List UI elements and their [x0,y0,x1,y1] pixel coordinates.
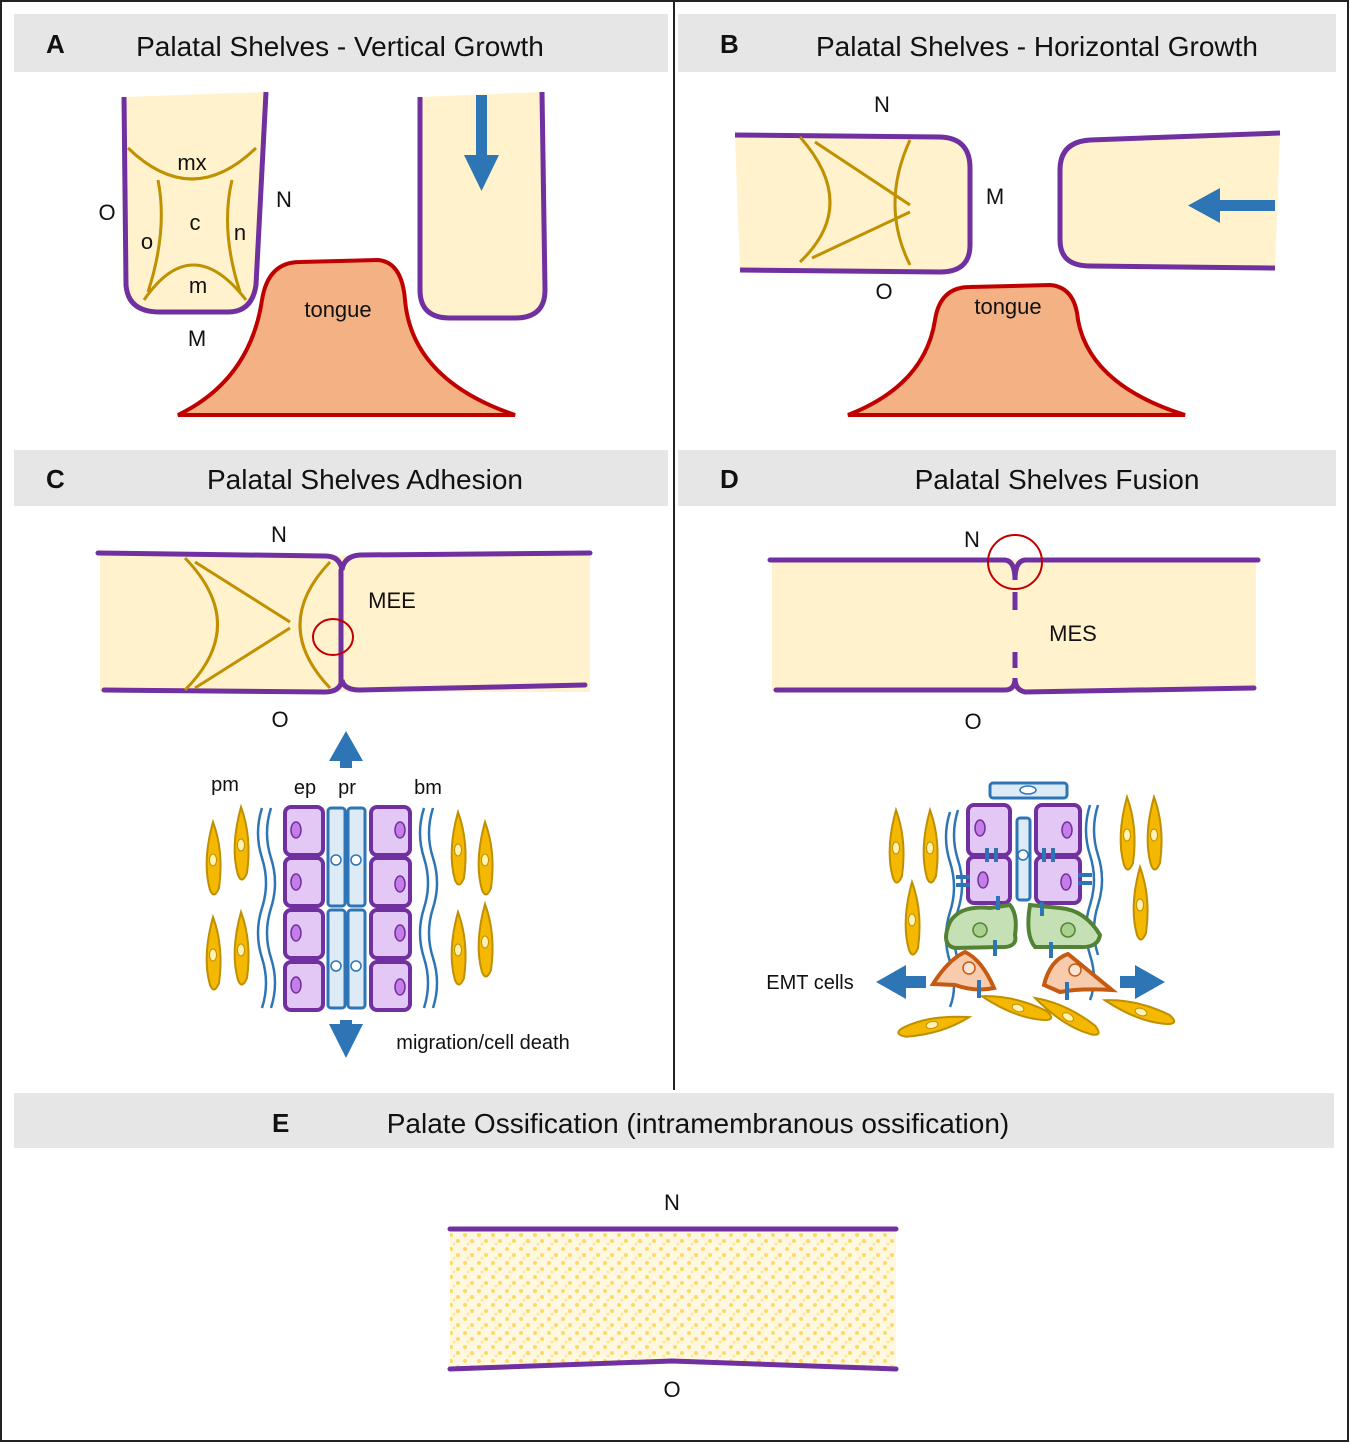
panel-e-header [14,1093,1334,1148]
epithelial-cell [1034,855,1082,905]
mesenchymal-cell [1119,796,1136,871]
mesenchymal-cell [205,916,222,991]
panel-b-title: Palatal Shelves - Horizontal Growth [816,31,1258,62]
basement-membrane-right [418,807,439,1009]
mee-highlight-circle [312,618,354,656]
label-n: N [964,527,980,552]
adhesion-cell-layers [205,805,494,1012]
epithelial-cell [1034,803,1082,857]
mesenchymal-cell [477,903,494,978]
mesenchymal-cell [922,809,939,884]
mesenchymal-cell [1146,796,1163,871]
label-pm: pm [211,774,239,796]
label-n: n [234,220,246,245]
epithelial-cells-right [369,805,412,1012]
right-palatal-shelf [1057,130,1281,271]
panel-c-letter: C [46,464,65,494]
label-m: m [189,273,207,298]
label-n-upper: N [276,187,292,212]
oral-epithelium [447,1358,899,1372]
mesenchymal-cell [1101,992,1178,1030]
label-emt-cells: EMT cells [766,972,853,994]
panel-b-letter: B [720,29,739,59]
right-palatal-shelf [417,91,548,321]
mesenchymal-cell [978,988,1055,1026]
panel-e-title: Palate Ossification (intramembranous oss… [387,1108,1009,1139]
panel-a-title: Palatal Shelves - Vertical Growth [136,31,544,62]
mesenchymal-cell [904,881,921,956]
label-pr: pr [338,777,356,799]
basement-membrane-left [256,807,277,1009]
epithelial-cell [966,855,1012,905]
panel-a-header [14,14,668,72]
label-o: o [141,229,153,254]
mesenchymal-cell [205,821,222,896]
tongue-shape [847,282,1186,417]
label-bm: bm [414,777,442,799]
label-mee: MEE [368,588,416,613]
label-n: N [271,522,287,547]
up-arrow-icon [329,731,363,768]
label-o: O [875,279,892,304]
panel-a: A Palatal Shelves - Vertical Growth mx O… [14,14,668,417]
left-palatal-shelf [734,132,973,275]
panel-c-title: Palatal Shelves Adhesion [207,464,523,495]
label-o: O [271,707,288,732]
label-m: M [986,184,1004,209]
label-o: O [964,709,981,734]
down-arrow-icon [329,1020,363,1058]
panel-d-title: Palatal Shelves Fusion [915,464,1200,495]
shelf-regions [126,146,258,301]
left-arrow-icon [1188,188,1275,223]
shelf-regions [183,556,332,692]
left-arrow-icon [876,965,926,999]
panel-c: C Palatal Shelves Adhesion N MEE O pm ep… [14,450,668,1058]
mesenchymal-cell [888,809,905,884]
label-mes: MES [1049,621,1097,646]
oral-epithelium [773,677,1257,695]
down-arrow-icon [464,95,499,191]
panel-d: D Palatal Shelves Fusion N MES O EMT cel… [678,450,1336,1041]
mesenchymal-cell [477,821,494,896]
panel-b: B Palatal Shelves - Horizontal Growth N … [678,14,1336,417]
panel-d-letter: D [720,464,739,494]
panel-c-header [14,450,668,506]
cell-junctions [956,848,1092,1000]
epithelial-cell [966,803,1012,857]
panel-e: E Palate Ossification (intramembranous o… [14,1093,1334,1402]
label-c: c [190,210,201,235]
label-o-upper: O [98,200,115,225]
fusion-cell-layers [888,781,1178,1041]
mesenchymal-cell [450,911,467,986]
panel-a-letter: A [46,29,65,59]
panel-b-header [678,14,1336,72]
mesenchymal-cell [450,811,467,886]
label-n: N [874,92,890,117]
mesenchymal-cell [895,1009,972,1041]
label-tongue: tongue [304,297,371,322]
mesenchymal-cell [233,806,250,881]
fused-palate-band [772,560,1256,690]
label-o: O [663,1377,680,1402]
ossified-palate-band [450,1229,896,1368]
label-mx: mx [177,150,206,175]
panel-e-letter: E [272,1108,289,1138]
label-migration-cell-death: migration/cell death [396,1032,569,1054]
right-arrow-icon [1120,965,1165,999]
tongue-shape [177,257,516,417]
panel-d-header [678,450,1336,506]
label-m-upper: M [188,326,206,351]
epithelial-cells-left [283,805,325,1012]
mesenchymal-cell [1132,866,1149,941]
periderm-layer [326,806,367,1010]
label-tongue: tongue [974,294,1041,319]
label-ep: ep [294,777,316,799]
nasal-epithelium [767,557,1261,581]
fusion-highlight-circle [987,534,1043,590]
label-n: N [664,1190,680,1215]
mesenchymal-cell [233,911,250,986]
shelf-regions [798,136,912,266]
